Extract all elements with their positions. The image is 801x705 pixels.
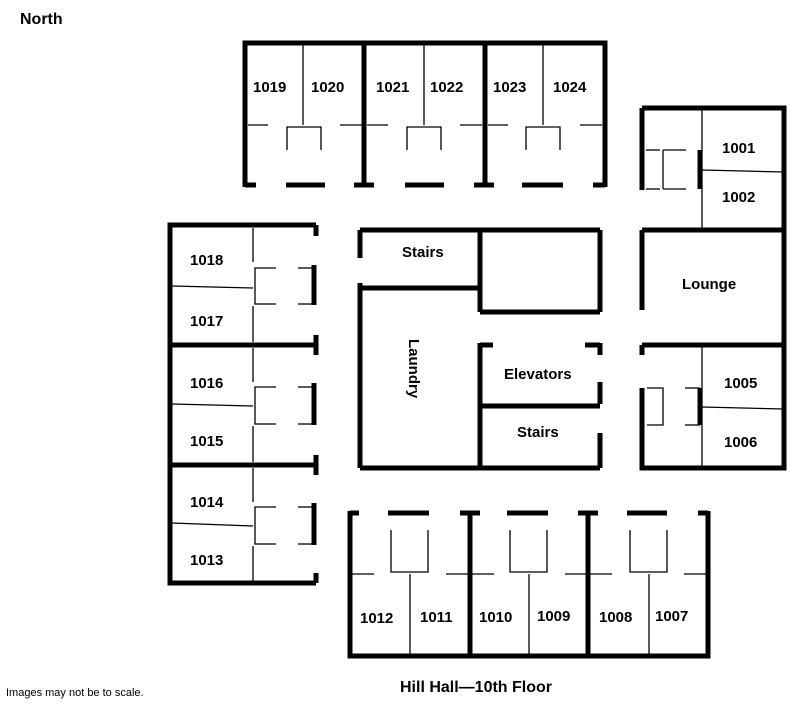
room-label-1021: 1021 [376,79,409,96]
stairs-south-label: Stairs [517,424,559,441]
south-room-block [347,510,711,659]
elevators-label: Elevators [504,366,572,383]
room-label-1001: 1001 [722,140,755,157]
stairs-north-label: Stairs [402,244,444,261]
room-label-1002: 1002 [722,189,755,206]
room-label-1011: 1011 [420,609,453,626]
west-room-block [167,222,319,586]
room-label-1012: 1012 [360,610,393,627]
floor-caption: Hill Hall—10th Floor [400,679,552,696]
east-upper-block [639,105,787,348]
north-room-block [242,40,608,188]
room-label-1018: 1018 [190,252,223,269]
room-label-1006: 1006 [724,434,757,451]
room-label-1023: 1023 [493,79,526,96]
central-core [357,227,603,471]
room-label-1010: 1010 [479,609,512,626]
east-lower-block [639,345,787,471]
room-label-1019: 1019 [253,79,286,96]
room-label-1009: 1009 [537,608,570,625]
room-label-1024: 1024 [553,79,587,96]
room-label-1017: 1017 [190,313,223,330]
scale-note: Images may not be to scale. [6,687,144,699]
room-label-1016: 1016 [190,375,223,392]
north-label: North [20,11,63,28]
room-label-1008: 1008 [599,609,632,626]
room-label-1013: 1013 [190,552,223,569]
room-label-1005: 1005 [724,375,757,392]
room-label-1022: 1022 [430,79,463,96]
laundry-label: Laundry [405,339,422,399]
room-label-1020: 1020 [311,79,344,96]
room-label-1015: 1015 [190,433,223,450]
lounge-label: Lounge [682,276,736,293]
room-label-1014: 1014 [190,494,224,511]
room-label-1007: 1007 [655,608,688,625]
